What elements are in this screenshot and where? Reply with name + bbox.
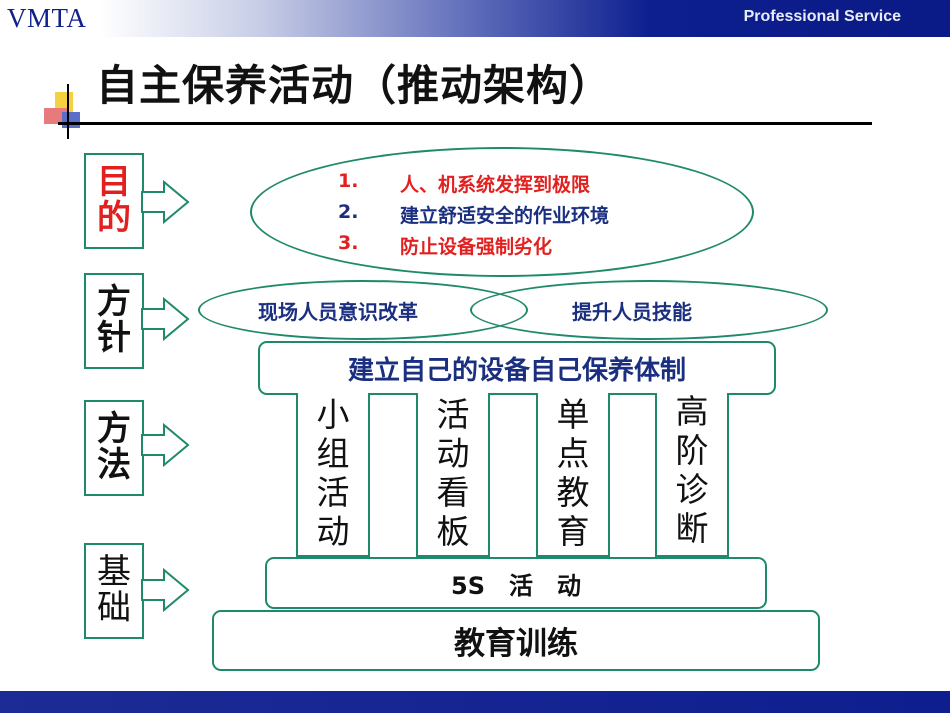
pillar-char: 诊	[675, 469, 709, 509]
arrow-right-icon	[141, 423, 190, 467]
pillar-char: 组	[316, 434, 350, 474]
goal-text: 防止设备强制劣化	[400, 236, 553, 258]
pillar-char: 断	[675, 508, 709, 548]
policy-text-skills: 提升人员技能	[572, 300, 692, 324]
goal-text: 建立舒适安全的作业环境	[400, 205, 610, 227]
brand-logo: VMTA	[7, 3, 87, 33]
pillar-char: 小	[316, 395, 350, 435]
goal-number: 1.	[338, 170, 359, 192]
title-underline	[58, 122, 872, 125]
pillar-char: 看	[436, 473, 470, 512]
label-policy: 方 针	[84, 273, 144, 369]
education-bar: 教育训练	[212, 610, 820, 671]
goal-item: 1. 人、机系统发挥到极限	[338, 170, 590, 197]
policy-ellipse-skills	[470, 280, 828, 340]
label-purpose-char: 的	[97, 198, 131, 238]
label-method-char: 方	[97, 409, 131, 450]
pillar-activity-board: 活 动 看 板	[416, 393, 490, 557]
label-method: 方 法	[84, 400, 144, 496]
goal-number: 3.	[338, 232, 359, 254]
title-vertical-rule	[67, 84, 69, 139]
pillar-one-point-lesson: 单 点 教 育	[536, 393, 610, 557]
goals-ellipse	[250, 147, 754, 277]
goal-text: 人、机系统发挥到极限	[400, 174, 591, 196]
label-foundation-char: 基	[97, 552, 131, 593]
label-purpose-char: 目	[97, 162, 131, 203]
arrow-right-icon	[141, 180, 190, 224]
goal-item: 3. 防止设备强制劣化	[338, 232, 552, 259]
label-foundation-char: 础	[97, 588, 131, 628]
arrow-right-icon	[141, 297, 190, 341]
page-title: 自主保养活动（推动架构）	[96, 61, 613, 110]
goal-number: 2.	[338, 201, 359, 223]
goal-item: 2. 建立舒适安全的作业环境	[338, 201, 609, 228]
pillar-char: 阶	[675, 430, 709, 470]
pillar-char: 单	[556, 395, 590, 435]
label-method-char: 法	[97, 445, 131, 485]
header-service-text: Professional Service	[743, 8, 901, 25]
pillar-char: 活	[316, 473, 350, 512]
label-purpose: 目 的	[84, 153, 144, 249]
policy-text-awareness: 现场人员意识改革	[258, 300, 418, 324]
pillar-char: 活	[436, 395, 470, 435]
pillar-char: 点	[556, 434, 590, 474]
pillar-group-activity: 小 组 活 动	[296, 393, 370, 557]
five-s-bar: 5S 活 动	[265, 557, 767, 609]
pillar-char: 动	[316, 511, 350, 551]
pillar-char: 板	[436, 511, 470, 551]
pillar-char: 高	[675, 392, 709, 431]
system-bar: 建立自己的设备自己保养体制	[258, 341, 776, 395]
arrow-right-icon	[141, 568, 190, 612]
pillar-char: 动	[436, 434, 470, 474]
label-policy-char: 针	[97, 318, 131, 358]
pillar-char: 教	[556, 473, 590, 512]
header-band	[0, 0, 950, 37]
footer-band	[0, 691, 950, 713]
label-policy-char: 方	[97, 282, 131, 323]
pillar-advanced-diagnosis: 高 阶 诊 断	[655, 392, 729, 557]
label-foundation: 基 础	[84, 543, 144, 639]
pillar-char: 育	[556, 511, 590, 551]
